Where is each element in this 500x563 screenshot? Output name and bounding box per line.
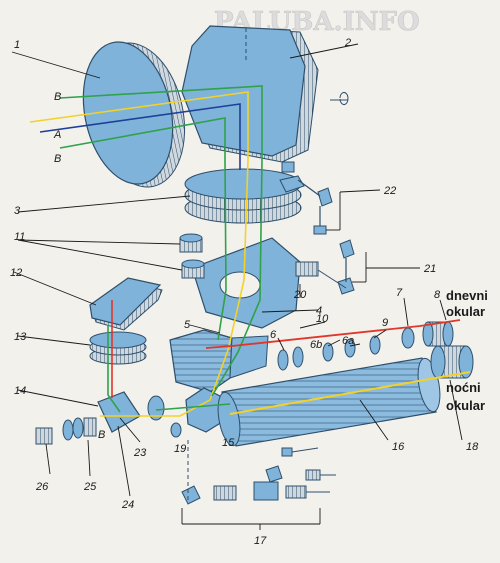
label-4: 4 [316,305,322,317]
lens-row-upper [277,327,415,371]
eyepiece-26 [35,427,53,445]
label-11: 11 [14,231,25,243]
label-7: 7 [396,287,403,299]
label-3: 3 [14,205,21,217]
label-19: 19 [174,443,186,455]
label-12: 12 [10,267,22,279]
tube-16 [217,357,441,447]
day-eyepiece-label-1: dnevni [446,288,488,303]
plate-4 [191,237,301,329]
label-5: 5 [184,319,191,331]
label-26: 26 [35,481,49,493]
lens-23 [147,395,165,421]
label-21: 21 [423,263,436,275]
day-eyepiece-label-2: okular [446,304,485,319]
label-10: 10 [316,313,329,325]
label-18: 18 [466,441,479,453]
prism-24 [97,391,141,433]
gear-3 [184,168,302,224]
gear-13 [89,331,147,365]
label-22: 22 [383,185,396,197]
label-A: A [53,129,61,141]
label-B-small: B [98,429,105,441]
label-16: 16 [392,441,405,453]
label-14: 14 [14,385,26,397]
label-B-top: B [54,91,61,103]
label-8: 8 [434,289,441,301]
leader-lines [11,43,463,530]
gears-11 [179,233,205,279]
mirror-1 [82,41,186,188]
label-15: 15 [222,437,235,449]
label-6b: 6b [310,339,322,351]
label-25: 25 [83,481,97,493]
light-rays [29,25,471,500]
lens-19 [170,422,182,438]
components-17 [181,447,336,505]
mechanism-21 [295,239,355,295]
label-17: 17 [254,535,267,547]
label-20: 20 [293,289,307,301]
label-B-bottom: B [54,153,61,165]
plate-12 [89,277,163,331]
mechanism-22 [279,161,333,235]
label-1: 1 [14,39,20,51]
lens-group-25 [62,417,97,441]
label-24: 24 [121,499,134,511]
label-9: 9 [382,317,388,329]
prism-2 [181,25,319,163]
label-6: 6 [270,329,277,341]
part-labels: 1 2 3 4 5 6 6b 6a 7 8 9 10 11 12 13 14 1… [10,37,488,547]
label-13: 13 [14,331,27,343]
night-eyepiece-label-2: okular [446,398,485,413]
label-6a: 6a [342,335,354,347]
label-23: 23 [133,447,147,459]
label-2: 2 [344,37,351,49]
night-eyepiece-label-1: noćni [446,380,481,395]
